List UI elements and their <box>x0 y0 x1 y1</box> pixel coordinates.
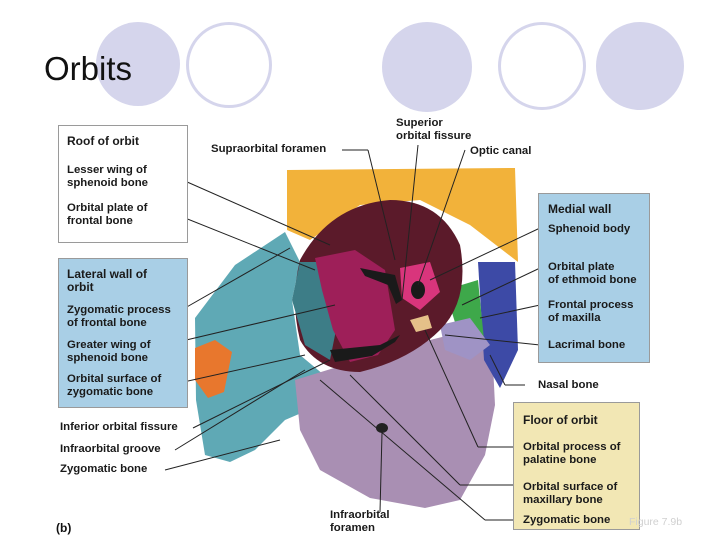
infraorbital-foramen-shape <box>376 423 388 433</box>
orbital-surface-zygomatic-label: Orbital surface of zygomatic bone <box>67 373 162 398</box>
roof-of-orbit-header: Roof of orbit <box>67 134 139 148</box>
ethmoid-plate-label: Orbital plate of ethmoid bone <box>548 261 637 286</box>
medial-wall-box <box>538 193 650 363</box>
lacrimal-region <box>440 318 490 360</box>
frontal-bone-region <box>287 168 518 262</box>
optic-canal-label: Optic canal <box>470 145 532 157</box>
leader-lines <box>159 144 541 521</box>
zygomatic-bone-label: Zygomatic bone <box>60 463 148 475</box>
slide-title: Orbits <box>44 50 133 87</box>
zygomatic-process-label: Zygomatic process of frontal bone <box>67 304 171 329</box>
lateral-wall-box <box>58 258 188 408</box>
figure-caption: Figure 7.9b <box>629 516 683 528</box>
lateral-wall-header: Lateral wall of orbit <box>67 267 148 294</box>
floor-of-orbit-box <box>513 402 640 530</box>
maxillary-surface-label: Orbital surface of maxillary bone <box>523 481 618 506</box>
orange-process-region <box>195 340 232 398</box>
palatine-region <box>410 315 432 332</box>
decor-circle-1 <box>96 22 180 106</box>
zygomatic-region <box>195 232 330 462</box>
sphenoid-body-label: Sphenoid body <box>548 223 631 235</box>
roof-of-orbit-box <box>58 125 188 243</box>
decor-circle-2 <box>186 22 272 108</box>
superior-fissure-shape <box>360 268 402 304</box>
orbital-plate-frontal-label: Orbital plate of frontal bone <box>67 202 148 227</box>
inferior-orbital-fissure-label: Inferior orbital fissure <box>60 421 178 433</box>
superior-orbital-fissure-label: Superior orbital fissure <box>396 117 472 142</box>
lacrimal-bone-label: Lacrimal bone <box>548 339 626 351</box>
palatine-label: Orbital process of palatine bone <box>523 441 621 466</box>
floor-of-orbit-header: Floor of orbit <box>523 413 598 427</box>
lesser-wing-label: Lesser wing of sphenoid bone <box>67 164 148 189</box>
supraorbital-foramen-label: Supraorbital foramen <box>211 143 327 155</box>
part-label: (b) <box>56 521 72 535</box>
optic-canal-shape <box>411 281 425 299</box>
infraorbital-foramen-label: Infraorbital foramen <box>330 509 390 534</box>
greater-wing-label: Greater wing of sphenoid bone <box>67 339 151 364</box>
decor-circle-3 <box>382 22 472 112</box>
frontal-process-maxilla-label: Frontal process of maxilla <box>548 299 634 324</box>
zygomatic-bone-floor-label: Zygomatic bone <box>523 514 611 526</box>
inferior-fissure-shape <box>330 335 400 362</box>
infraorbital-groove-label: Infraorbital groove <box>60 443 161 455</box>
medial-wall-header: Medial wall <box>548 202 612 216</box>
decor-circle-5 <box>596 22 684 110</box>
nasal-bone-label: Nasal bone <box>538 379 599 391</box>
decor-circle-4 <box>498 22 586 110</box>
nasal-bone-region <box>478 262 518 388</box>
